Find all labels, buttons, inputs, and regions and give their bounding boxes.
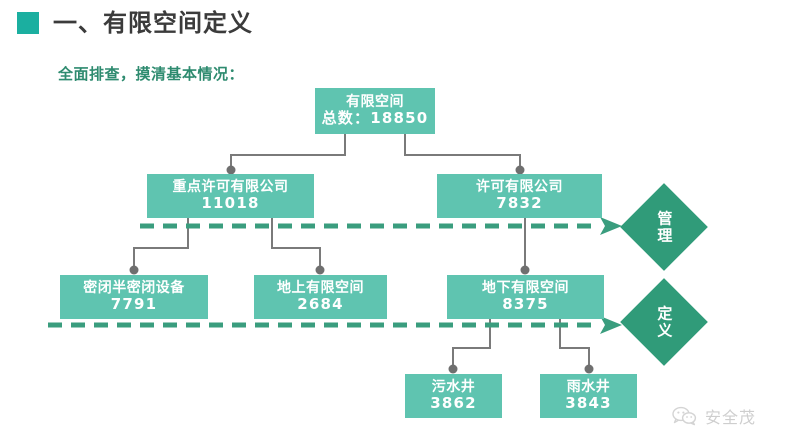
diamond-label: 定义 xyxy=(655,305,674,339)
diamond-definition[interactable]: 定义 xyxy=(620,278,708,366)
page-title: 一、有限空间定义 xyxy=(53,8,253,37)
node-rainwater-well[interactable]: 雨水井 3843 xyxy=(540,374,637,418)
node-aboveground-space[interactable]: 地上有限空间 2684 xyxy=(254,275,387,319)
node-total-confined-space[interactable]: 有限空间 总数：18850 xyxy=(315,88,435,134)
page-header: 一、有限空间定义 xyxy=(0,0,796,45)
node-underground-space[interactable]: 地下有限空间 8375 xyxy=(447,275,604,319)
node-value: 7832 xyxy=(496,194,543,213)
node-value: 2684 xyxy=(297,295,344,314)
wechat-icon xyxy=(672,406,697,426)
node-value: 3843 xyxy=(565,394,612,413)
node-value: 7791 xyxy=(110,295,158,314)
node-value: 3862 xyxy=(430,394,477,413)
subtitle-text: 全面排查，摸清基本情况： xyxy=(58,65,245,83)
node-sealed-equipment[interactable]: 密闭半密闭设备 7791 xyxy=(60,275,208,319)
node-label: 地下有限空间 xyxy=(482,279,569,296)
header-bullet-square xyxy=(17,11,39,34)
node-value: 11018 xyxy=(201,194,260,213)
node-label: 雨水井 xyxy=(566,378,611,395)
diamond-label: 管理 xyxy=(655,210,674,244)
node-value: 总数：18850 xyxy=(321,109,429,128)
node-label: 有限空间 xyxy=(346,93,404,110)
node-key-licensed-company[interactable]: 重点许可有限公司 11018 xyxy=(147,174,314,218)
diamond-management[interactable]: 管理 xyxy=(620,183,708,271)
watermark: 安全茂 xyxy=(672,404,756,428)
node-licensed-company[interactable]: 许可有限公司 7832 xyxy=(437,174,602,218)
node-label: 地上有限空间 xyxy=(277,279,364,296)
node-label: 污水井 xyxy=(431,378,476,395)
node-label: 重点许可有限公司 xyxy=(172,178,289,195)
node-sewage-well[interactable]: 污水井 3862 xyxy=(405,374,502,418)
node-label: 许可有限公司 xyxy=(476,178,563,195)
watermark-text: 安全茂 xyxy=(705,408,757,427)
node-label: 密闭半密闭设备 xyxy=(83,279,185,296)
node-value: 8375 xyxy=(502,295,549,314)
